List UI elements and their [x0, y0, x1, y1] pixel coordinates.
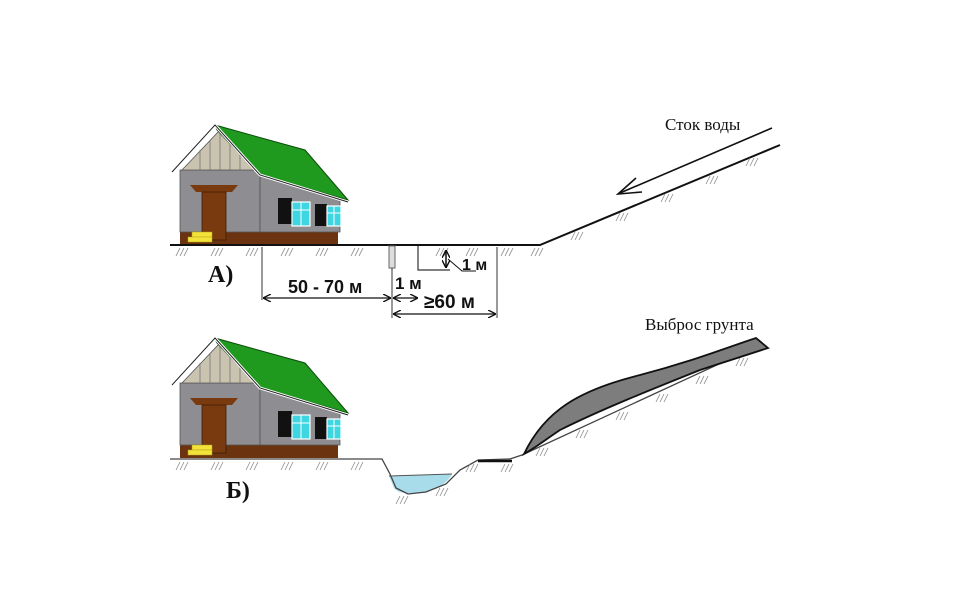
panel-b-label: Б) — [226, 478, 250, 504]
ditch-depth-label: 1 м — [462, 257, 487, 274]
ground-line-b — [170, 344, 761, 495]
ditch-water — [389, 474, 452, 494]
arrowhead-icon — [615, 177, 643, 195]
water-flow-arrow — [619, 127, 773, 194]
panel-b: Б) Выброс грунта — [170, 315, 770, 505]
water-flow-label: Сток воды — [665, 115, 741, 134]
drainage-ditch — [417, 246, 450, 271]
ground-line-a — [170, 144, 781, 246]
drain-post — [388, 245, 396, 269]
soil-spoil-label: Выброс грунта — [645, 315, 754, 334]
dim-label-house-ditch: 50 - 70 м — [288, 277, 362, 297]
house-icon — [170, 336, 350, 460]
dim-label-ditch-width: 1 м — [395, 274, 422, 293]
panel-a-label: А) — [208, 262, 233, 288]
soil-spoil-heap — [521, 336, 770, 457]
house-icon — [170, 123, 350, 247]
panel-a: 1 м 50 - 70 м 1 м ≥60 м А) Сток воды — [170, 115, 781, 318]
dim-label-ditch-slope: ≥60 м — [424, 292, 475, 313]
extension-lines — [261, 247, 498, 318]
